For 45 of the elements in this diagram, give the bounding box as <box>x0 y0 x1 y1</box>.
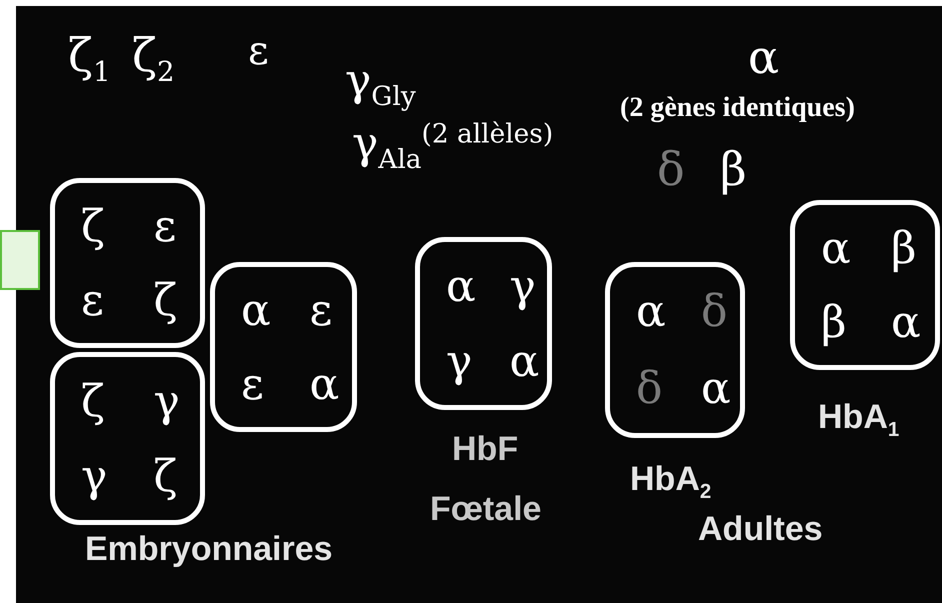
globin-chain-symbol: ζ <box>154 279 178 323</box>
globin-chain-symbol: β <box>891 227 916 272</box>
globin-chain-symbol: ε <box>81 279 104 323</box>
globin-chain-symbol: α <box>821 227 851 272</box>
globin-chain-symbol: γ <box>81 454 108 499</box>
globin-chain-symbol: α <box>310 363 340 407</box>
globin-chain-symbol: α <box>891 301 921 345</box>
greek-symbol: ε <box>248 28 269 74</box>
greek-symbol: α <box>748 30 780 84</box>
globin-chain-symbol: ζ <box>81 380 105 424</box>
globin-chain-symbol: β <box>821 301 846 345</box>
greek-symbol: ζ$_{1}$ <box>68 28 110 88</box>
globin-chain-symbol: γ <box>510 264 536 309</box>
globin-chain-symbol: α <box>636 290 666 334</box>
globin-chain-symbol: ζ <box>154 454 178 499</box>
globin-chain-symbol: δ <box>701 290 728 334</box>
greek-symbol: β <box>720 142 747 196</box>
hemoglobin-name: HbA$_{2}$ <box>630 460 712 504</box>
globin-chain-symbol: α <box>510 340 540 384</box>
group-label: Embryonnaires <box>85 530 333 569</box>
hemoglobin-name: HbA$_{1}$ <box>818 398 900 442</box>
globin-chain-symbol: ε <box>241 363 264 407</box>
globin-chain-symbol: α <box>446 264 476 309</box>
globin-chain-symbol: γ <box>154 380 180 424</box>
globin-chain-symbol: ε <box>310 289 332 334</box>
hemoglobin-name: HbF <box>452 430 518 469</box>
tetramer-box <box>790 200 940 370</box>
globin-chain-symbol: α <box>241 289 271 334</box>
globin-chain-symbol: δ <box>636 366 662 411</box>
globin-chain-symbol: ε <box>154 205 176 250</box>
globin-chain-symbol: γ <box>446 340 472 384</box>
globin-chain-symbol: ζ <box>81 205 105 250</box>
empty-box <box>0 230 40 290</box>
greek-symbol: γ$_{Gly}$ <box>345 55 416 112</box>
tetramer-box <box>210 262 357 432</box>
globin-chain-symbol: α <box>701 366 731 411</box>
greek-symbol: δ <box>657 142 685 196</box>
group-label: Fœtale <box>430 490 542 529</box>
tetramer-box <box>50 352 205 525</box>
tetramer-box <box>605 262 745 438</box>
gene-note: (2 gènes identiques) <box>620 92 855 124</box>
group-label: Adultes <box>698 510 823 549</box>
greek-symbol: ζ$_{2}$ <box>132 28 174 88</box>
tetramer-box <box>415 237 552 410</box>
tetramer-box <box>50 178 205 348</box>
